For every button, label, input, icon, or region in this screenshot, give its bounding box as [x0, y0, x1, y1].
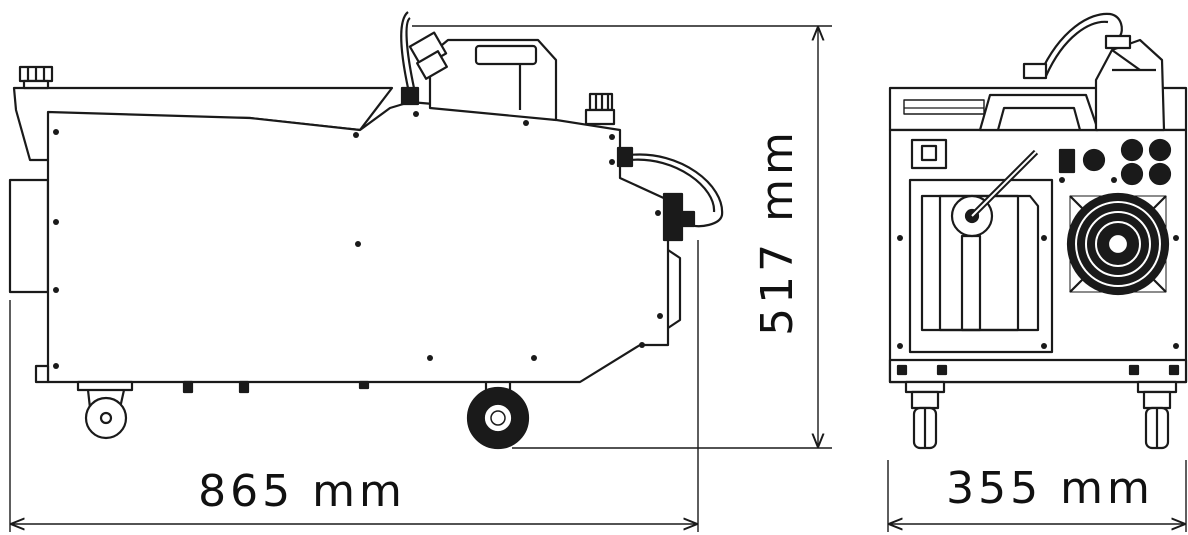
- front-fluid-tank: [1094, 38, 1166, 132]
- side-handle: [667, 249, 682, 329]
- front-knob: [1082, 148, 1106, 172]
- height-dimension-label: 517 mm: [752, 128, 803, 336]
- side-rear-caster: [76, 380, 134, 440]
- front-power-inlet: [910, 138, 948, 170]
- width-dimension-label: 355 mm: [946, 463, 1154, 514]
- front-carry-handle: [978, 93, 1100, 132]
- front-fan-grille: [1066, 192, 1170, 296]
- front-view: [888, 12, 1188, 450]
- front-left-caster: [904, 380, 946, 450]
- length-dimension-label: 865 mm: [198, 466, 406, 517]
- side-rivets: [53, 111, 663, 369]
- side-output-hose: [629, 153, 724, 228]
- side-view: [8, 11, 724, 450]
- side-front-wheel: [466, 382, 530, 450]
- front-power-switch: [1058, 148, 1076, 174]
- dimension-lines: [9, 25, 1187, 532]
- front-right-caster: [1136, 380, 1178, 450]
- front-xlr-connectors: [1120, 138, 1172, 186]
- front-rivets: [897, 177, 1179, 349]
- side-rear-panel: [8, 178, 50, 294]
